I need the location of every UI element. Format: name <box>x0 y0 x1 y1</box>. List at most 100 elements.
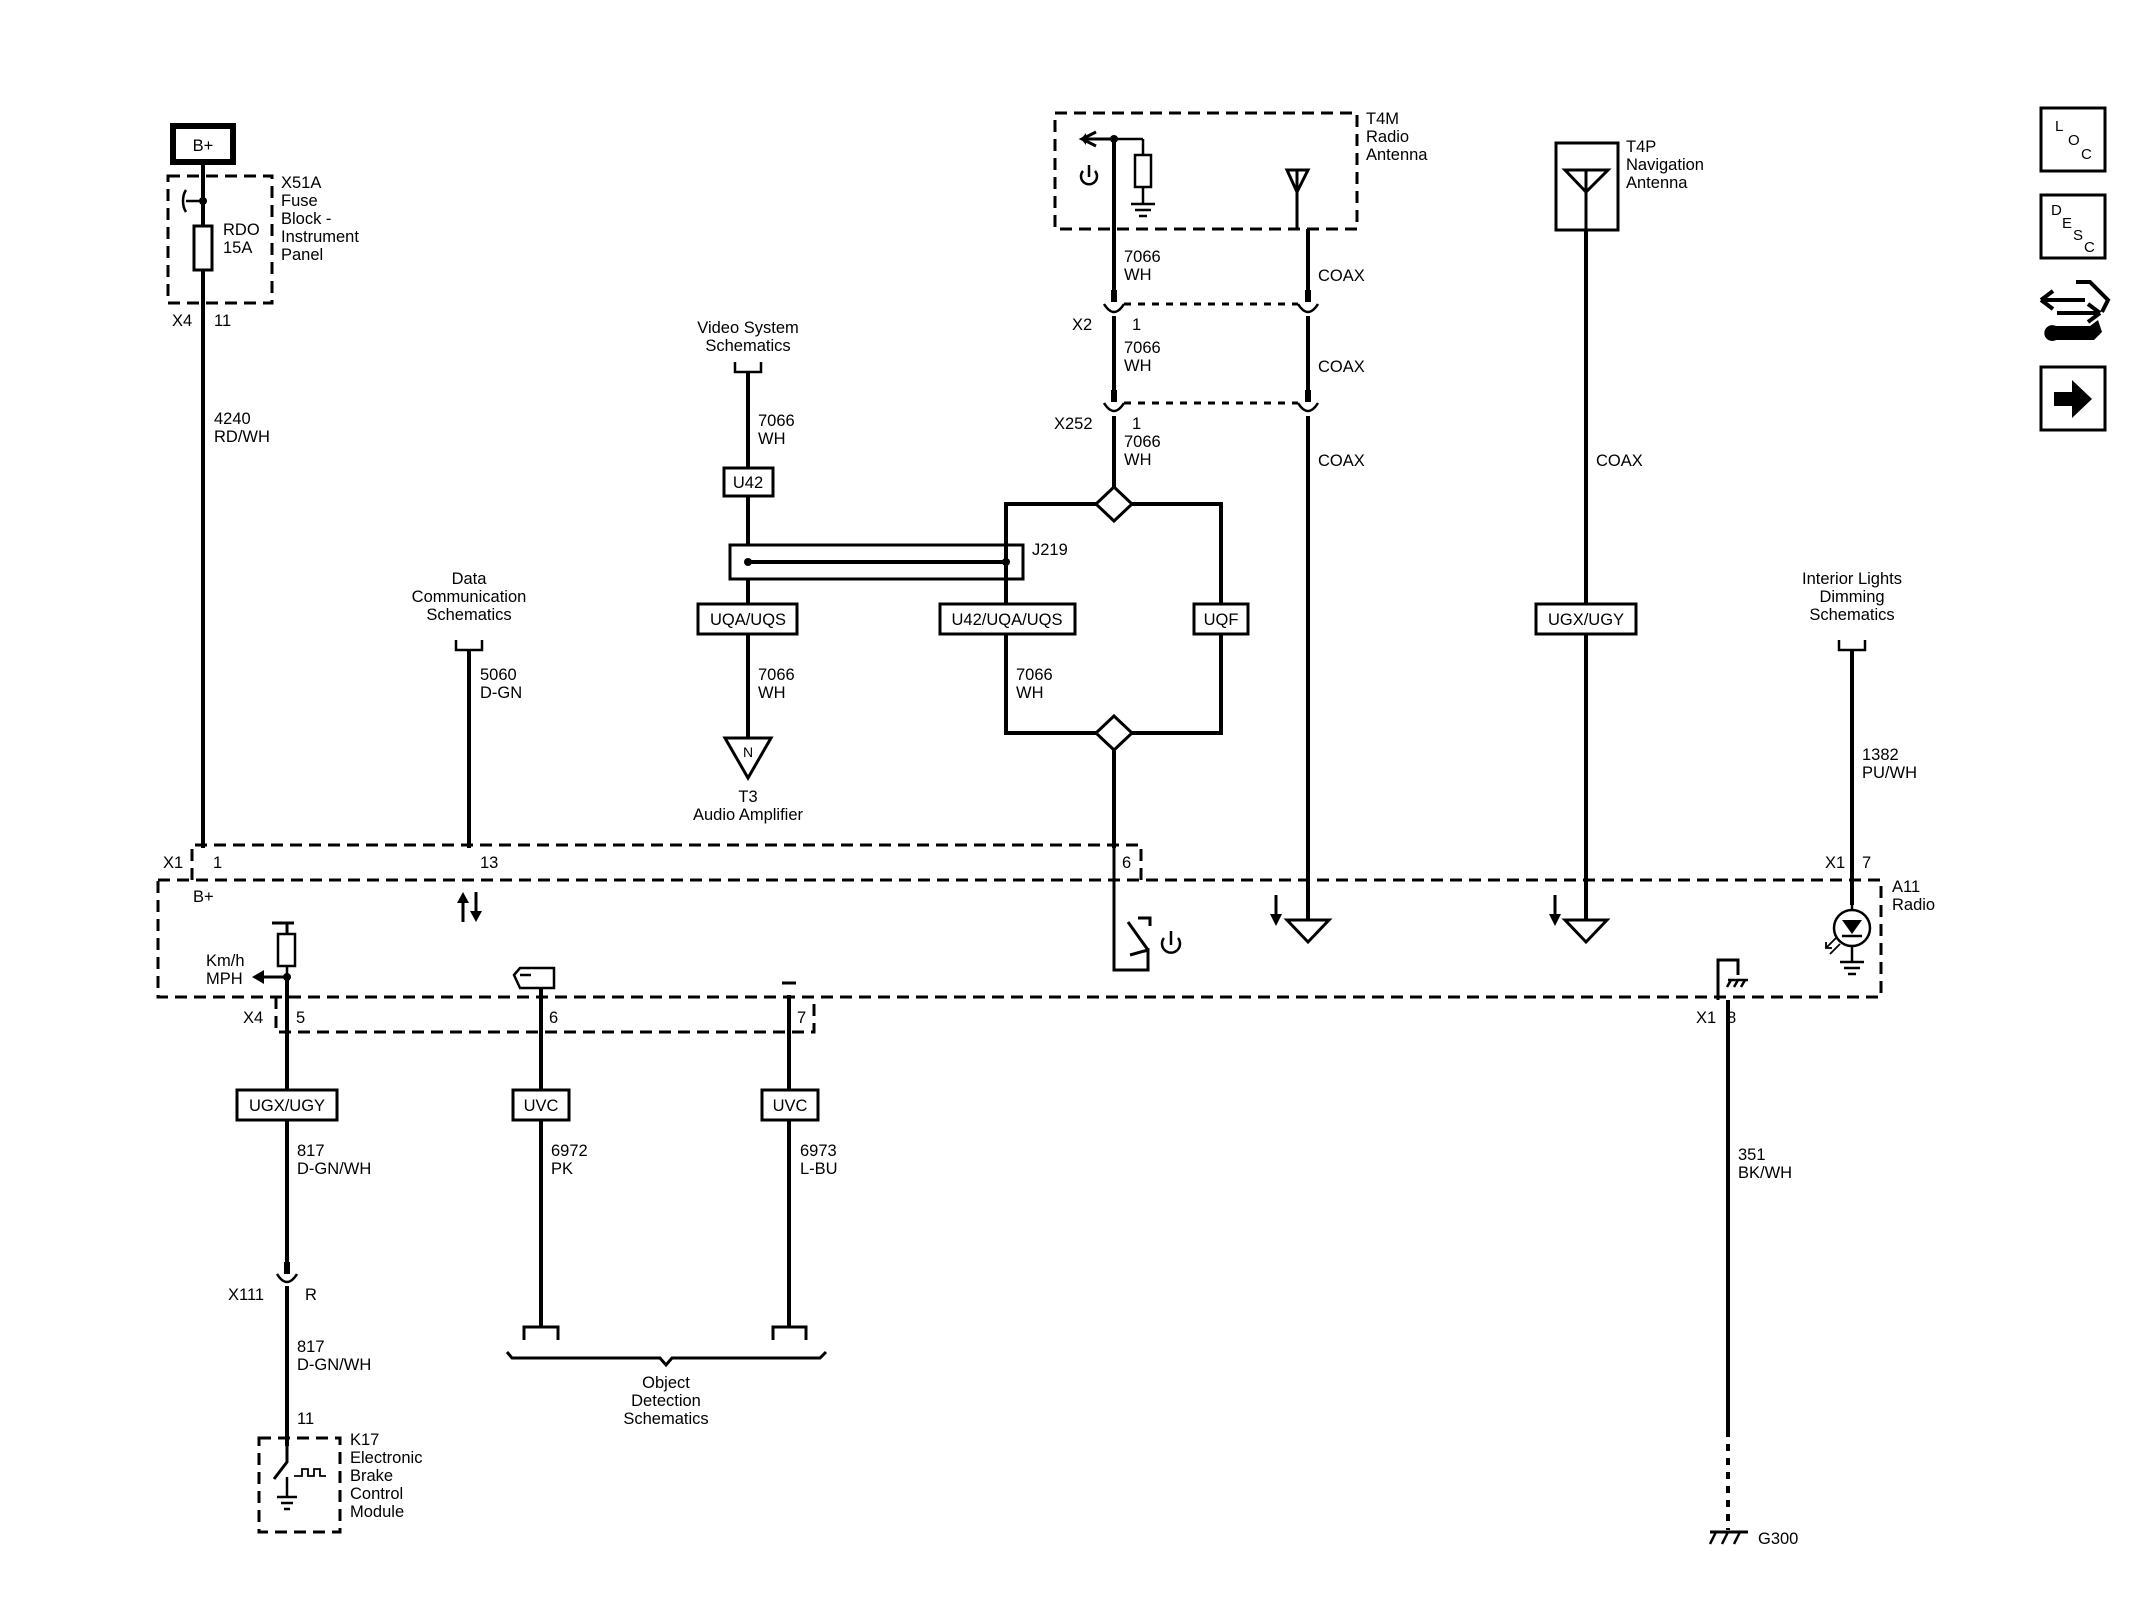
svg-text:WH: WH <box>758 430 786 448</box>
diagnostic-procedure-icon[interactable] <box>2039 280 2111 341</box>
svg-text:Radio: Radio <box>1366 128 1409 146</box>
svg-text:5: 5 <box>296 1009 305 1027</box>
svg-text:7066: 7066 <box>758 412 795 430</box>
description-view-button[interactable]: D E S C <box>2039 193 2107 260</box>
svg-text:T4P: T4P <box>1626 138 1656 156</box>
svg-text:Brake: Brake <box>350 1467 393 1485</box>
svg-text:UQA/UQS: UQA/UQS <box>710 611 786 629</box>
svg-text:X1: X1 <box>163 854 183 872</box>
option-u42-box: U42 <box>722 466 775 498</box>
svg-text:13: 13 <box>480 854 498 872</box>
next-page-button[interactable] <box>2039 365 2107 432</box>
svg-text:COAX: COAX <box>1318 358 1365 376</box>
svg-text:UVC: UVC <box>524 1097 559 1115</box>
vehicle-speed-input: Km/h MPH <box>206 921 297 988</box>
svg-text:T3: T3 <box>738 788 757 806</box>
connector-x2: X2 1 <box>1072 290 1320 334</box>
svg-text:8: 8 <box>1727 1009 1736 1027</box>
svg-text:Panel: Panel <box>281 246 323 264</box>
svg-text:D-GN/WH: D-GN/WH <box>297 1160 371 1178</box>
svg-text:X1: X1 <box>1696 1009 1716 1027</box>
chassis-ground-icon <box>1716 958 1748 1000</box>
option-uqa-uqs-box: UQA/UQS <box>696 602 799 636</box>
svg-text:UVC: UVC <box>773 1097 808 1115</box>
svg-text:6: 6 <box>1122 854 1131 872</box>
option-uvc-2: UVC <box>760 1088 820 1122</box>
svg-text:D: D <box>2051 202 2062 219</box>
svg-text:Electronic: Electronic <box>350 1449 422 1467</box>
svg-text:X51A: X51A <box>281 174 321 192</box>
svg-text:WH: WH <box>1124 451 1152 469</box>
svg-text:Schematics: Schematics <box>426 606 511 624</box>
svg-text:7066: 7066 <box>1124 248 1161 266</box>
fuse-block-x51a: X51A Fuse Block - Instrument Panel RDO 1… <box>166 162 359 305</box>
svg-text:Audio Amplifier: Audio Amplifier <box>693 806 804 824</box>
svg-text:L-BU: L-BU <box>800 1160 838 1178</box>
svg-text:L: L <box>2055 118 2063 135</box>
splice-pack-j219: J219 <box>728 541 1068 581</box>
svg-text:7: 7 <box>797 1009 806 1027</box>
svg-text:WH: WH <box>1124 266 1152 284</box>
svg-text:BK/WH: BK/WH <box>1738 1164 1792 1182</box>
video-system-reference[interactable]: Video System Schematics <box>697 319 799 355</box>
connector-x252: X252 1 <box>1054 390 1320 433</box>
svg-text:Data: Data <box>452 570 488 588</box>
svg-text:MPH: MPH <box>206 970 243 988</box>
svg-text:11: 11 <box>297 1410 314 1428</box>
svg-text:B+: B+ <box>193 888 214 906</box>
ground-g300-icon: G300 <box>1708 1530 1798 1548</box>
svg-text:X111: X111 <box>228 1286 264 1304</box>
camera-icon <box>512 966 556 1032</box>
svg-text:Dimming: Dimming <box>1819 588 1884 606</box>
interior-lights-reference[interactable]: Interior Lights Dimming Schematics <box>1802 570 1902 624</box>
svg-text:Detection: Detection <box>631 1392 701 1410</box>
svg-text:7066: 7066 <box>758 666 795 684</box>
svg-text:X2: X2 <box>1072 316 1092 334</box>
svg-text:D-GN/WH: D-GN/WH <box>297 1356 371 1374</box>
svg-text:E: E <box>2062 215 2072 232</box>
svg-text:COAX: COAX <box>1596 452 1643 470</box>
option-ugx-ugy-nav: UGX/UGY <box>1534 602 1638 636</box>
svg-text:A11: A11 <box>1892 878 1920 896</box>
svg-text:1: 1 <box>213 854 222 872</box>
svg-text:1: 1 <box>1132 415 1141 433</box>
svg-text:Block -: Block - <box>281 210 331 228</box>
svg-text:Interior Lights: Interior Lights <box>1802 570 1902 588</box>
data-communication-reference[interactable]: Data Communication Schematics <box>412 570 527 624</box>
power-icon <box>1079 165 1099 186</box>
svg-text:4240: 4240 <box>214 410 251 428</box>
svg-text:R: R <box>305 1286 317 1304</box>
svg-text:RD/WH: RD/WH <box>214 428 270 446</box>
svg-text:6972: 6972 <box>551 1142 588 1160</box>
audio-amplifier-t3: N T3 Audio Amplifier <box>693 736 804 824</box>
radio-module-a11: A11 Radio <box>156 843 1935 1034</box>
svg-text:Schematics: Schematics <box>1809 606 1894 624</box>
svg-text:T4M: T4M <box>1366 110 1399 128</box>
object-detection-reference[interactable]: Object Detection Schematics <box>623 1374 708 1428</box>
svg-text:Module: Module <box>350 1503 404 1521</box>
svg-text:X252: X252 <box>1054 415 1093 433</box>
svg-text:15A: 15A <box>223 239 252 257</box>
svg-text:C: C <box>2081 146 2092 163</box>
svg-text:1: 1 <box>1132 316 1141 334</box>
svg-text:COAX: COAX <box>1318 267 1365 285</box>
svg-text:6: 6 <box>549 1009 558 1027</box>
connector-x111: X111 R <box>228 1262 317 1304</box>
navigation-antenna-input-icon <box>1549 895 1611 945</box>
battery-positive-source: B+ <box>170 123 236 165</box>
svg-text:Fuse: Fuse <box>281 192 318 210</box>
svg-text:Video System: Video System <box>697 319 799 337</box>
svg-text:817: 817 <box>297 1338 325 1356</box>
svg-text:1382: 1382 <box>1862 746 1899 764</box>
option-u42-uqa-uqs: U42/UQA/UQS <box>952 611 1063 629</box>
location-view-button[interactable]: L O C <box>2039 106 2107 173</box>
svg-text:Navigation: Navigation <box>1626 156 1704 174</box>
svg-text:S: S <box>2073 227 2083 244</box>
svg-text:UGX/UGY: UGX/UGY <box>1548 611 1624 629</box>
svg-text:Object: Object <box>642 1374 690 1392</box>
fuse-rdo-label: RDO <box>223 221 260 239</box>
svg-text:6973: 6973 <box>800 1142 837 1160</box>
svg-text:WH: WH <box>758 684 786 702</box>
serial-data-arrows-icon <box>457 892 482 922</box>
